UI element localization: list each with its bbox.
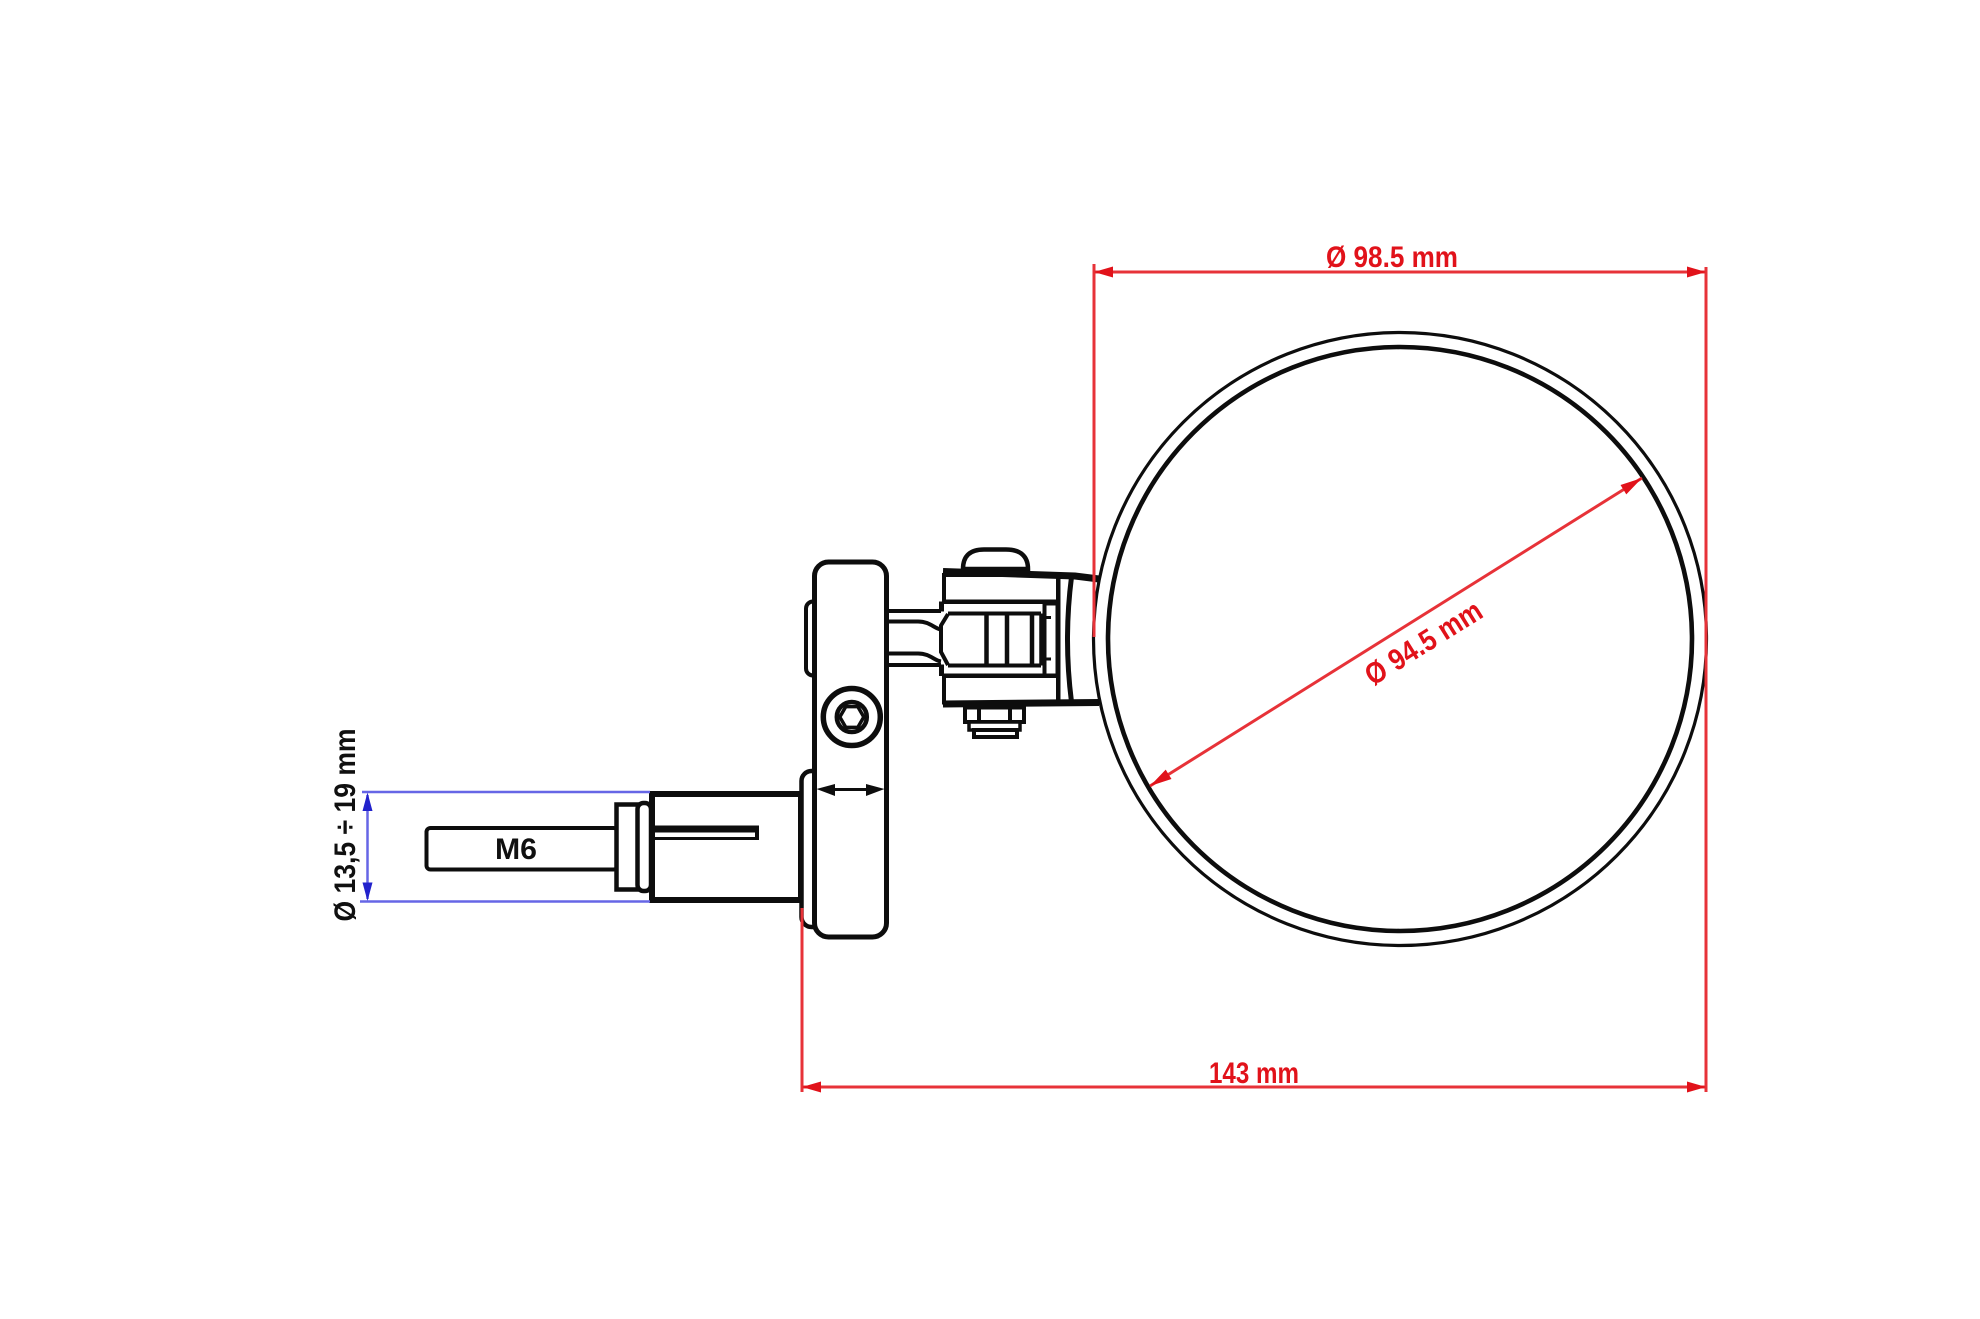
svg-text:M6: M6 — [495, 833, 537, 866]
svg-text:143 mm: 143 mm — [1209, 1057, 1299, 1090]
svg-text:Ø 98.5 mm: Ø 98.5 mm — [1326, 241, 1458, 274]
svg-text:Ø 13,5 ÷ 19 mm: Ø 13,5 ÷ 19 mm — [329, 729, 362, 922]
